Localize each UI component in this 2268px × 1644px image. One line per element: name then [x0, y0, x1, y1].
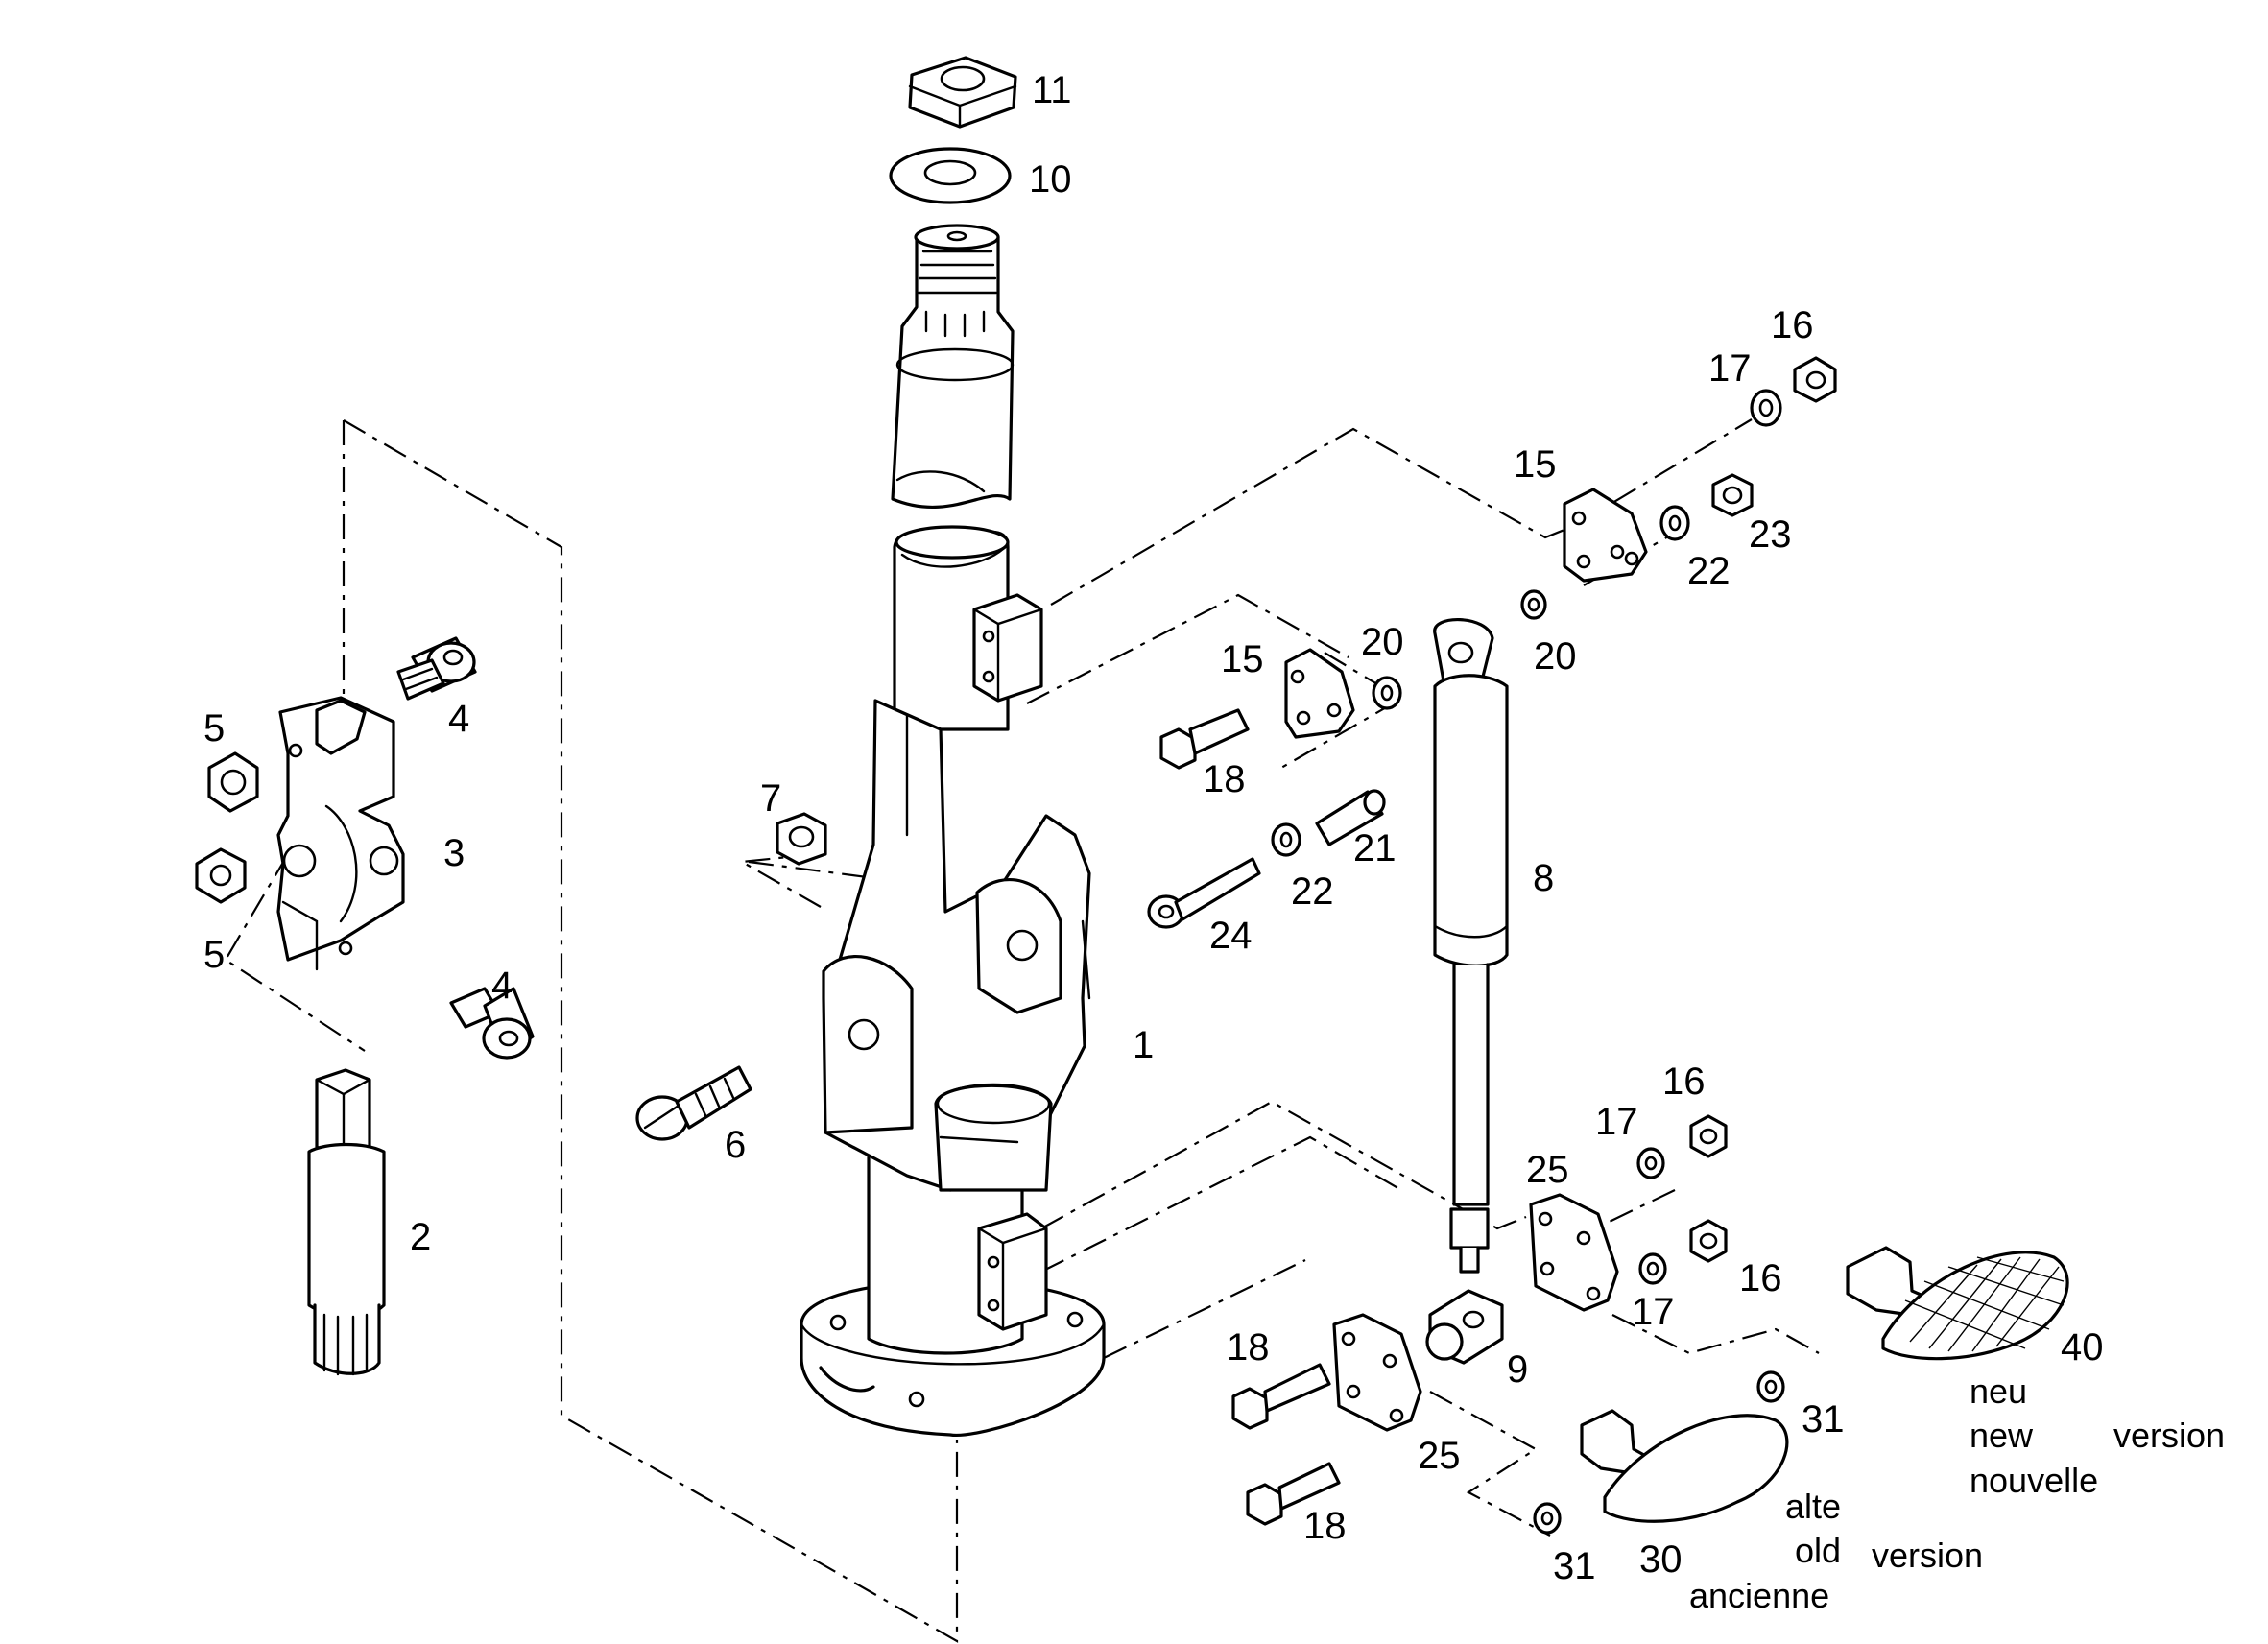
new-version-word: version: [2113, 1416, 2225, 1455]
washer-17-bottom: [1638, 1252, 1667, 1285]
hex-bolt-18-top: [1159, 708, 1250, 770]
sleeve-21: [1315, 789, 1386, 846]
new-version-note: neu new version nouvelle: [1970, 1371, 2225, 1500]
old-version-note: alte old version ancienne: [1689, 1487, 1983, 1615]
callout-40: 40: [2061, 1326, 2104, 1369]
callout-5-top: 5: [203, 707, 225, 750]
callout-15-upper: 15: [1514, 443, 1557, 486]
nut-16-top: [1793, 356, 1837, 403]
callout-3: 3: [443, 832, 465, 874]
callout-30: 30: [1639, 1538, 1683, 1581]
callout-24: 24: [1209, 915, 1253, 957]
hex-bolt-18-bottom: [1246, 1462, 1341, 1526]
old-version-de: alte: [1785, 1487, 1841, 1526]
callout-31-right: 31: [1802, 1398, 1845, 1441]
callout-31-left: 31: [1553, 1545, 1596, 1587]
callout-8: 8: [1533, 857, 1554, 899]
bracket-plate-15-upper: [1563, 488, 1648, 583]
universal-joint-3: [276, 696, 405, 971]
slotted-screw-6: [635, 1065, 752, 1141]
socket-screw-4-bottom: [449, 987, 535, 1060]
lock-nut-5-top: [207, 751, 259, 813]
nut-23: [1711, 473, 1754, 517]
washer-20-left: [1372, 676, 1402, 710]
callout-17-bottom: 17: [1632, 1291, 1675, 1333]
callout-16-bottom: 16: [1739, 1257, 1782, 1299]
callout-labels: 1 2 3 4 4 5 5 6 7 8 9 10 11 15 15 16 16 …: [203, 69, 2104, 1587]
old-version-word: version: [1872, 1536, 1983, 1575]
callout-10: 10: [1029, 158, 1072, 201]
callout-4-top: 4: [448, 698, 469, 740]
callout-21: 21: [1353, 827, 1397, 870]
callout-2: 2: [410, 1216, 431, 1258]
gas-spring-8: [1433, 617, 1509, 1274]
callout-20-left: 20: [1361, 621, 1404, 663]
callout-11: 11: [1032, 69, 1072, 111]
callout-1: 1: [1133, 1024, 1154, 1066]
hex-nut-11: [908, 56, 1017, 129]
washer-31-left: [1533, 1502, 1562, 1535]
pedal-30-old: [1580, 1409, 1789, 1523]
callout-22-bottom: 22: [1291, 870, 1334, 913]
pedal-tread-pattern: [1904, 1256, 2065, 1352]
washer-20-right: [1520, 589, 1547, 620]
ball-socket-9: [1425, 1289, 1504, 1365]
callout-9: 9: [1507, 1348, 1528, 1391]
callout-22-top: 22: [1687, 550, 1731, 592]
callout-5-bottom: 5: [203, 934, 225, 976]
callout-18-middle: 18: [1227, 1326, 1270, 1369]
old-version-fr: ancienne: [1689, 1576, 1829, 1615]
callout-4-bottom: 4: [491, 965, 513, 1007]
hex-bolt-18-middle: [1231, 1363, 1331, 1430]
splined-shaft-2: [307, 1068, 386, 1376]
new-version-de: neu: [1970, 1371, 2027, 1411]
callout-16-middle: 16: [1662, 1060, 1706, 1103]
upper-splined-shaft: [891, 224, 1015, 509]
callout-18-bottom: 18: [1303, 1505, 1347, 1547]
lock-nut-5-bottom: [195, 847, 247, 904]
washer-22-bottom: [1271, 822, 1301, 857]
washer-17-middle: [1636, 1147, 1665, 1179]
bracket-plate-25-left: [1332, 1313, 1422, 1432]
nut-16-middle: [1689, 1114, 1728, 1158]
bracket-plate-15-middle: [1284, 648, 1355, 739]
callout-16-top: 16: [1771, 304, 1814, 346]
callout-25-right: 25: [1526, 1149, 1569, 1191]
callout-17-top: 17: [1708, 347, 1752, 390]
washer-10: [889, 147, 1012, 204]
socket-screw-4-top: [396, 636, 477, 701]
washer-17-top: [1750, 389, 1782, 427]
callout-20-right: 20: [1534, 635, 1577, 678]
callout-17-middle: 17: [1595, 1101, 1638, 1143]
callout-18-top: 18: [1203, 758, 1246, 800]
callout-15-middle: 15: [1221, 638, 1264, 680]
nut-16-bottom: [1689, 1219, 1728, 1263]
socket-bolt-24: [1147, 857, 1261, 929]
callout-25-left: 25: [1418, 1435, 1461, 1477]
pedal-40-new: [1846, 1246, 2069, 1361]
new-version-en: new: [1970, 1416, 2034, 1455]
new-version-fr: nouvelle: [1970, 1461, 2098, 1500]
steering-column-1: [800, 525, 1106, 1438]
washer-22-top: [1659, 505, 1690, 541]
bracket-plate-25-right: [1529, 1193, 1619, 1312]
callout-6: 6: [725, 1124, 746, 1166]
nut-7: [776, 812, 827, 866]
old-version-en: old: [1795, 1531, 1841, 1570]
callout-23: 23: [1749, 513, 1792, 556]
callout-7: 7: [760, 777, 781, 820]
washer-31-right: [1756, 1370, 1785, 1403]
